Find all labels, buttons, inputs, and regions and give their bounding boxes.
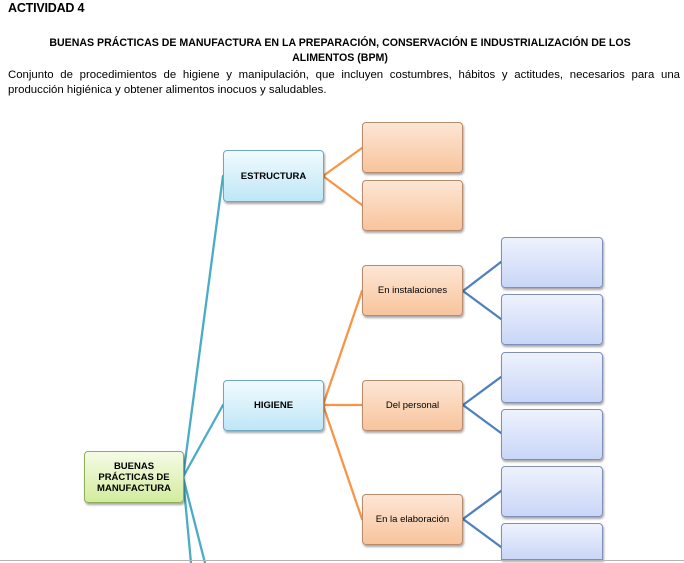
estructura-empty-box-1 [362,122,463,173]
document-title-line-2: ALIMENTOS (BPM) [292,52,388,64]
connector-instalaciones-leaf-2 [461,289,503,321]
sub-personal-label: Del personal [385,400,440,411]
sub-personal: Del personal [362,380,463,431]
connector-estructura-leaf-2 [321,174,364,207]
elaboracion-empty-box-1 [501,466,603,517]
connector-personal-leaf-2 [461,403,503,435]
instalaciones-empty-box-2 [501,294,603,345]
document-title-line-1: BUENAS PRÁCTICAS DE MANUFACTURA EN LA PR… [49,37,631,49]
personal-empty-box-2 [501,409,603,460]
root-node: BUENAS PRÁCTICAS DE MANUFACTURA [84,451,184,503]
page-bottom-divider [0,560,684,561]
document-title: BUENAS PRÁCTICAS DE MANUFACTURA EN LA PR… [20,36,660,66]
connector-elaboracion-leaf-2 [461,517,503,549]
sub-instalaciones-label: En instalaciones [377,285,448,296]
connector-root-estructura [181,174,225,479]
personal-empty-box-1 [501,352,603,403]
branch-higiene-label: HIGIENE [253,400,294,411]
connector-root-higiene [181,403,225,479]
activity-title: ACTIVIDAD 4 [8,1,85,15]
connector-root-lower-2 [181,475,207,563]
branch-higiene: HIGIENE [223,380,324,431]
connector-estructura-leaf-1 [321,146,364,178]
branch-estructura: ESTRUCTURA [223,150,324,202]
sub-elaboracion-label: En la elaboración [375,514,450,525]
estructura-empty-box-2 [362,180,463,231]
sub-elaboracion: En la elaboración [362,494,463,545]
sub-instalaciones: En instalaciones [362,265,463,316]
elaboracion-empty-box-2 [501,523,603,560]
root-node-label: BUENAS PRÁCTICAS DE MANUFACTURA [97,460,171,494]
connector-root-lower-1 [181,475,193,563]
connector-higiene-elaboracion [321,403,364,521]
instalaciones-empty-box-1 [501,237,603,288]
intro-paragraph: Conjunto de procedimientos de higiene y … [8,69,680,96]
connector-personal-leaf-1 [461,375,503,407]
connector-instalaciones-leaf-1 [461,260,503,293]
branch-estructura-label: ESTRUCTURA [240,170,307,182]
connector-elaboracion-leaf-1 [461,489,503,521]
connector-higiene-instalaciones [321,289,364,407]
